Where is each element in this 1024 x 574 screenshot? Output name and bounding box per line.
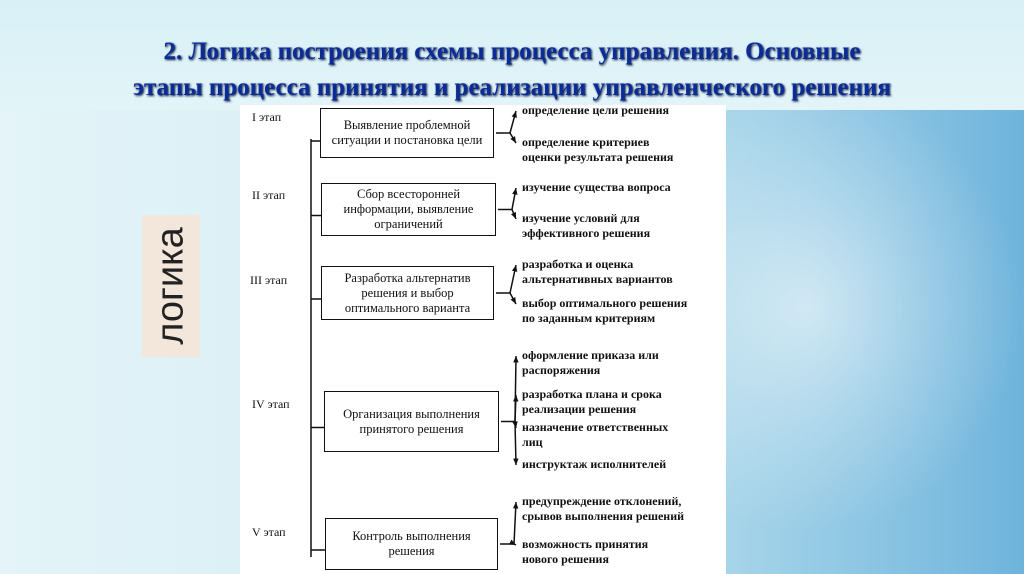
side-label-box: логика — [142, 215, 200, 357]
stage-label: I этап — [252, 110, 282, 124]
arrowhead-icon — [510, 136, 516, 143]
stage-label: III этап — [250, 273, 288, 287]
title-line-2: этапы процесса принятия и реализации упр… — [133, 74, 891, 101]
head-silhouette-graphic — [700, 90, 1024, 574]
stage-outcome: определение цели решения — [522, 103, 670, 117]
stage-label: V этап — [252, 525, 286, 539]
arrowhead-icon — [513, 458, 519, 465]
stage-box: Выявление проблемной ситуации и постанов… — [320, 108, 494, 158]
stage-outcome: предупреждение отклонений,срывов выполне… — [522, 494, 685, 523]
arrowhead-icon — [510, 212, 517, 219]
slide-title: 2. Логика построения схемы процесса упра… — [0, 34, 1024, 106]
arrowhead-icon — [512, 188, 518, 195]
stage-label: IV этап — [252, 397, 290, 411]
arrowhead-icon — [512, 502, 519, 509]
arrowhead-icon — [513, 356, 519, 363]
side-label: логика — [149, 227, 192, 345]
arrowhead-icon — [511, 265, 518, 272]
arrow-line — [514, 421, 517, 466]
stage-label: II этап — [252, 188, 286, 202]
arrowhead-icon — [511, 111, 517, 118]
diagram-panel: I этап Выявление проблемной ситуации и по… — [240, 103, 726, 574]
title-line-1: 2. Логика построения схемы процесса упра… — [163, 38, 861, 65]
stage-box: Сбор всесторонней информации, выявление … — [321, 183, 496, 236]
connector-lines — [310, 110, 519, 557]
stage-outcome: изучение существа вопроса — [522, 180, 671, 194]
stage-box: Контроль выполнения решения — [325, 518, 498, 570]
arrowhead-icon — [510, 297, 516, 304]
stage-box: Разработка альтернатив решения и выбор о… — [321, 266, 494, 320]
arrowhead-icon — [513, 395, 519, 402]
stage-box: Организация выполнения принятого решения — [324, 391, 499, 452]
arrow-line — [513, 501, 517, 545]
stage-outcome: инструктаж исполнителей — [522, 457, 667, 471]
